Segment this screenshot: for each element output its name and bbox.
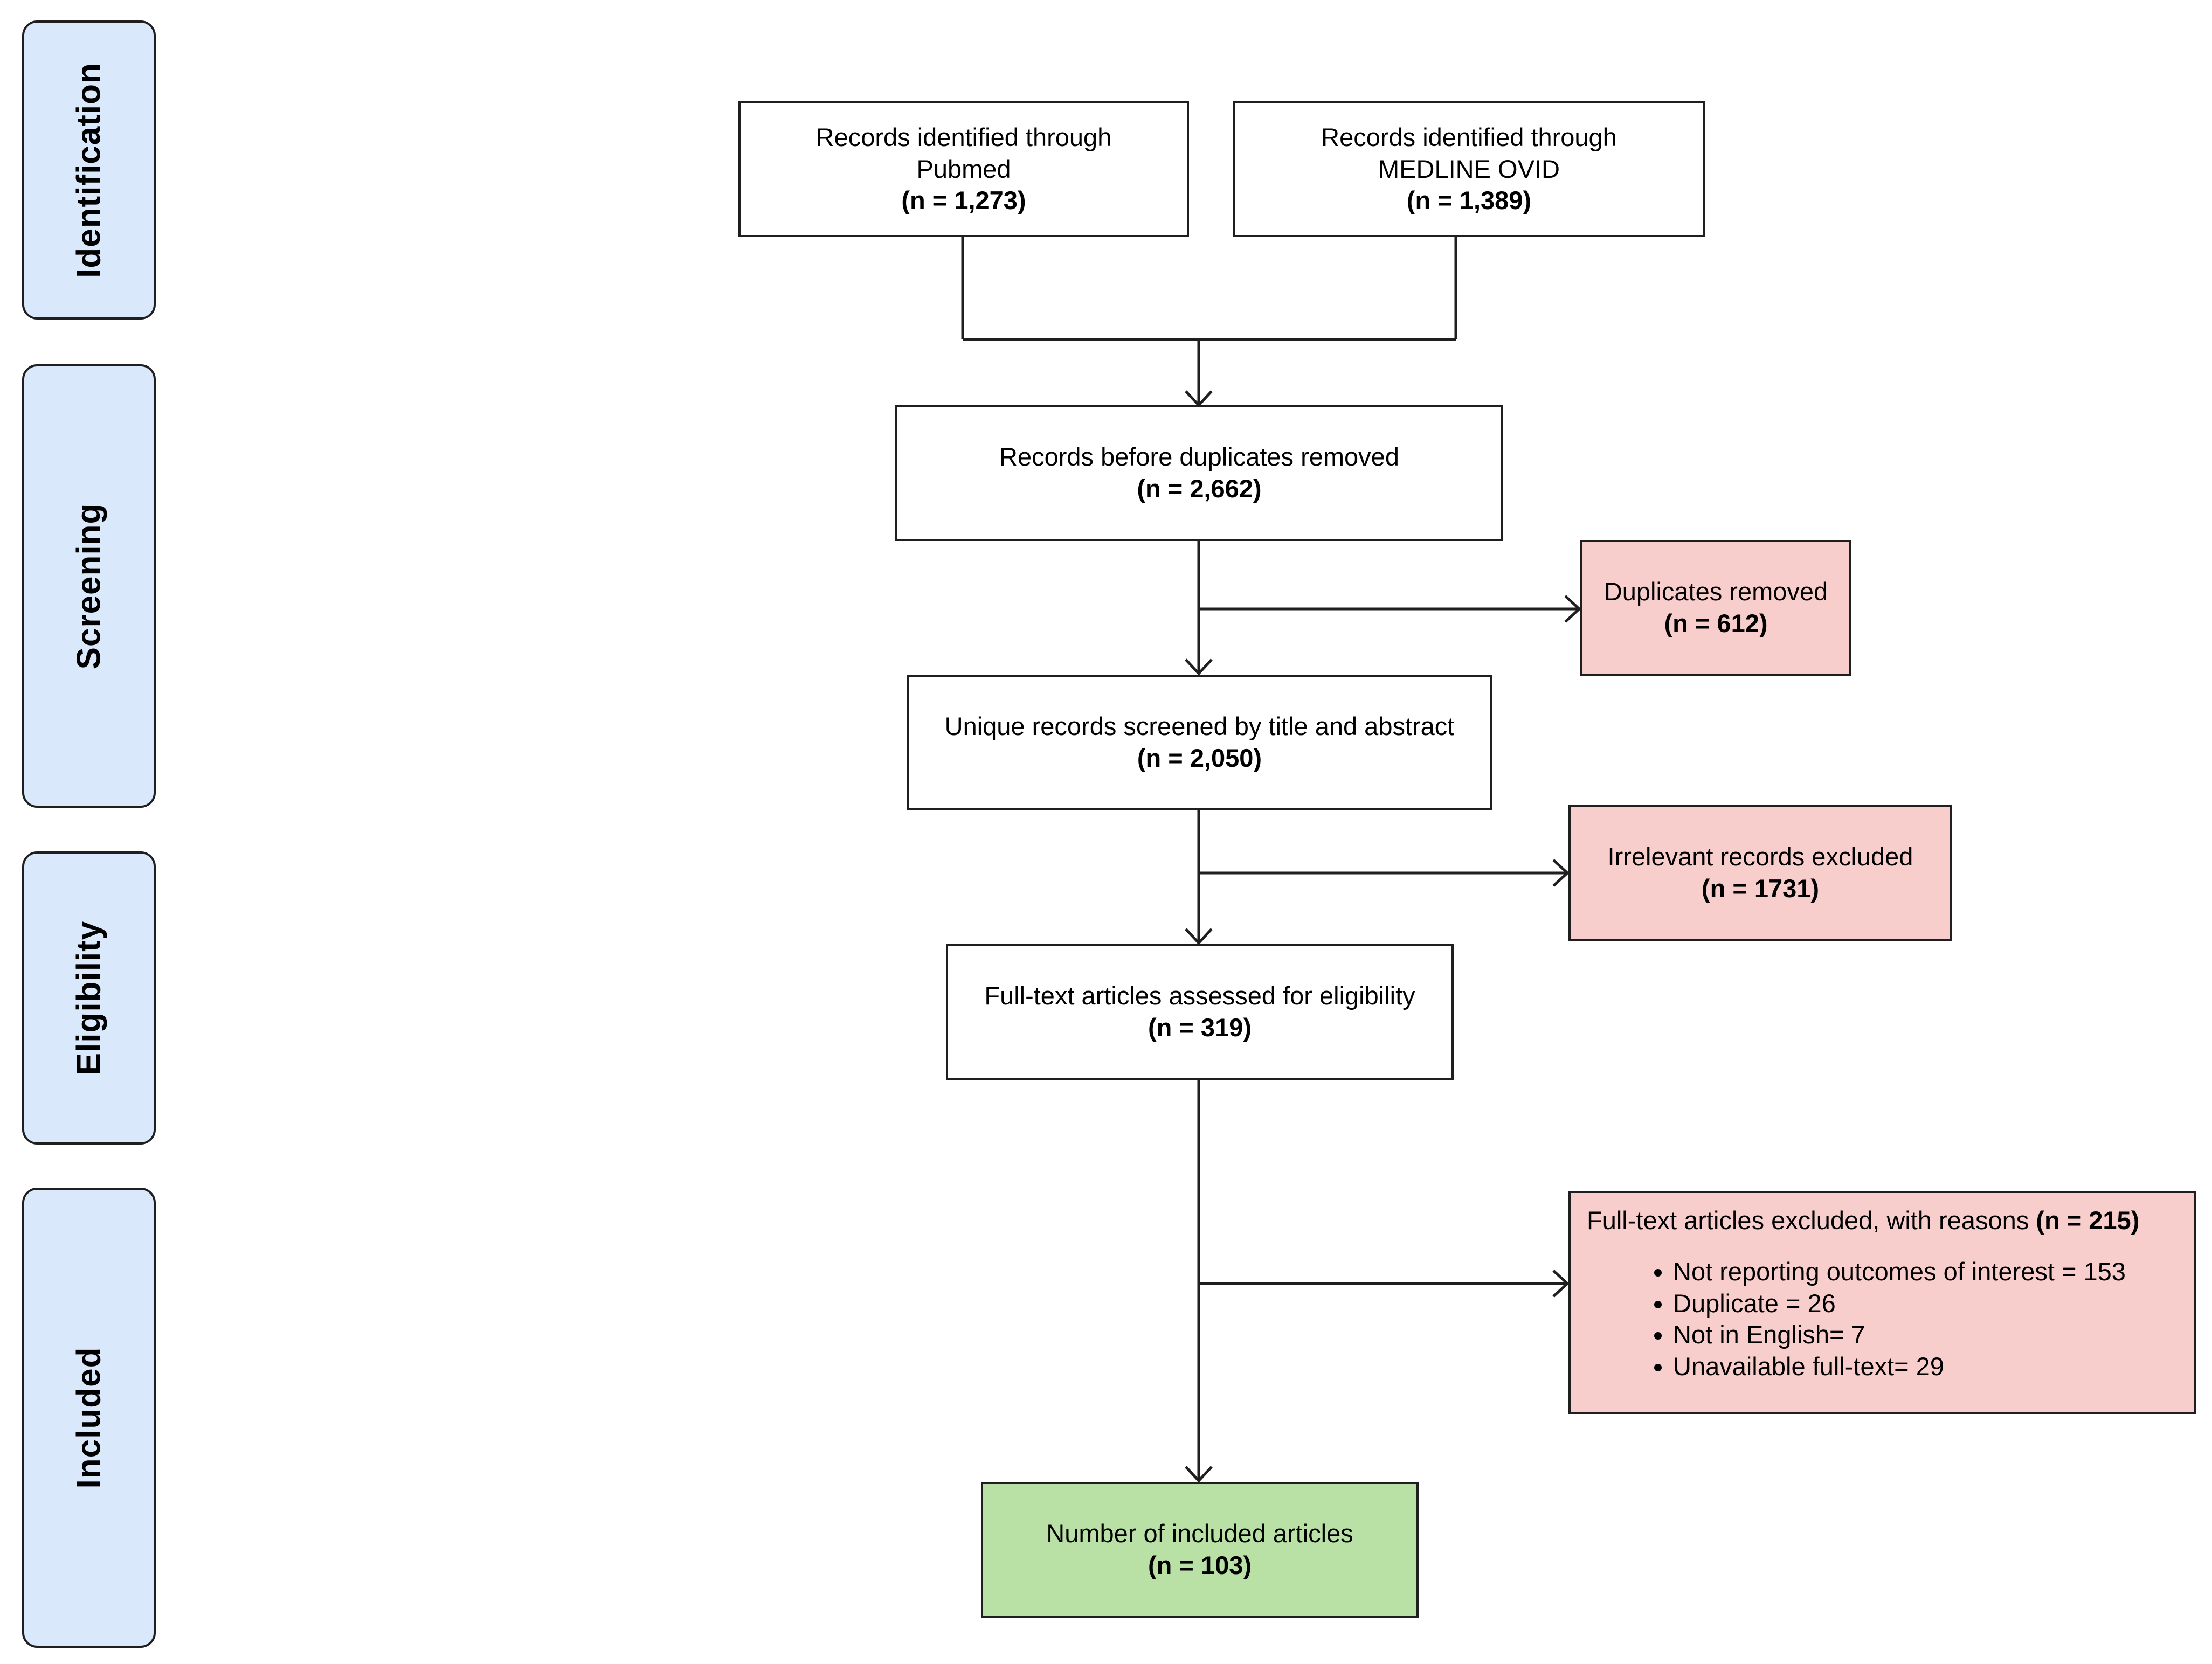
stage-screening: Screening — [22, 364, 156, 808]
box-count: (n = 1,273) — [901, 186, 1026, 215]
stage-label-screening: Screening — [70, 503, 108, 669]
arrow-to-unique — [1185, 541, 1213, 676]
stage-label-included: Included — [70, 1347, 108, 1489]
box-text: Records before duplicates removed — [999, 442, 1399, 472]
box-text: MEDLINE OVID — [1378, 154, 1560, 183]
box-count: (n = 2,050) — [1137, 744, 1262, 772]
arrow-to-fulltext — [1185, 809, 1213, 945]
box-count: (n = 319) — [1148, 1013, 1252, 1042]
box-count: (n = 2,662) — [1137, 474, 1262, 503]
reason-item: Unavailable full-text= 29 — [1673, 1351, 2126, 1383]
reasons-heading-count: (n = 215) — [2036, 1206, 2140, 1235]
stage-eligibility: Eligibility — [22, 851, 156, 1145]
box-included-articles: Number of included articles (n = 103) — [981, 1482, 1419, 1618]
stage-included: Included — [22, 1188, 156, 1648]
stage-identification: Identification — [22, 20, 156, 320]
box-text: Records identified through — [1321, 122, 1617, 151]
box-fulltext-excluded: Full-text articles excluded, with reason… — [1568, 1191, 2196, 1414]
box-text: Irrelevant records excluded — [1607, 842, 1913, 871]
box-text: Full-text articles assessed for eligibil… — [984, 981, 1415, 1010]
box-unique-records-screened: Unique records screened by title and abs… — [907, 675, 1492, 810]
box-count: (n = 612) — [1664, 609, 1768, 637]
arrow-to-ft-excluded — [1199, 1270, 1570, 1298]
arrow-to-irrelevant — [1199, 859, 1570, 887]
reasons-list: Not reporting outcomes of interest = 153… — [1587, 1256, 2126, 1383]
box-text: Records identified through — [815, 122, 1112, 151]
arrow-to-included — [1185, 1079, 1213, 1483]
box-count: (n = 103) — [1148, 1551, 1252, 1579]
box-text: Pubmed — [916, 154, 1011, 183]
box-text: Unique records screened by title and abs… — [944, 712, 1455, 741]
arrow-to-duplicates — [1199, 595, 1581, 623]
reason-item: Not reporting outcomes of interest = 153 — [1673, 1256, 2126, 1288]
box-text: Number of included articles — [1046, 1519, 1353, 1548]
box-fulltext-assessed: Full-text articles assessed for eligibil… — [946, 944, 1454, 1080]
reason-item: Duplicate = 26 — [1673, 1288, 2126, 1320]
stage-label-identification: Identification — [70, 62, 108, 278]
reasons-heading: Full-text articles excluded, with reason… — [1587, 1205, 2139, 1237]
box-records-pubmed: Records identified through Pubmed (n = 1… — [738, 101, 1189, 237]
stage-label-eligibility: Eligibility — [70, 920, 108, 1076]
reason-item: Not in English= 7 — [1673, 1319, 2126, 1351]
box-records-medline: Records identified through MEDLINE OVID … — [1233, 101, 1705, 237]
reasons-heading-text: Full-text articles excluded, with reason… — [1587, 1206, 2036, 1235]
box-duplicates-removed: Duplicates removed (n = 612) — [1580, 540, 1851, 676]
box-count: (n = 1731) — [1701, 874, 1820, 903]
box-count: (n = 1,389) — [1406, 186, 1532, 215]
box-records-before-duplicates: Records before duplicates removed (n = 2… — [895, 405, 1503, 541]
box-text: Duplicates removed — [1603, 577, 1828, 606]
arrow-to-before-duplicates — [1185, 339, 1213, 407]
box-irrelevant-excluded: Irrelevant records excluded (n = 1731) — [1568, 805, 1952, 941]
